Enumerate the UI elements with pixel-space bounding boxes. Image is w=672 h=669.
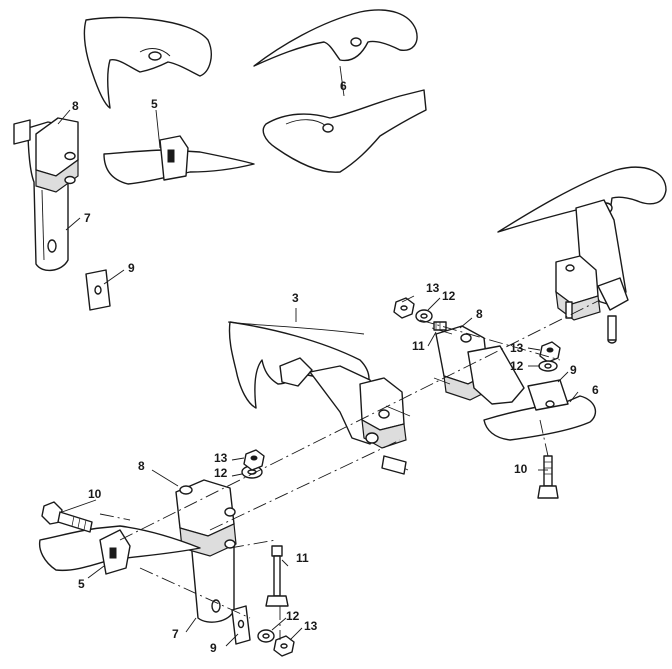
callout-9-right: 9 [570,363,577,377]
plate-top-left [85,269,111,311]
washer-12-top [415,309,433,323]
callout-10-right: 10 [514,462,528,476]
bolt-10-left [41,501,93,533]
shear-blade-bottom-middle [262,89,427,173]
nut-13-bottom [273,635,295,657]
callout-8-top: 8 [72,99,79,113]
callout-13-left: 13 [214,451,228,465]
callout-3: 3 [292,291,299,305]
callout-10-left: 10 [88,487,102,501]
callout-9-bottom: 9 [210,641,217,655]
callout-5-top: 5 [151,97,158,111]
blade-bottom-left [38,525,201,575]
callout-13-bottom: 13 [304,619,318,633]
holder-right-middle [431,325,597,441]
callout-6-right: 6 [592,383,599,397]
callout-13-right: 13 [510,341,524,355]
callout-13-top: 13 [426,281,440,295]
callout-12-left: 12 [214,466,228,480]
callout-8-right: 8 [476,307,483,321]
callout-5-bottom: 5 [78,577,85,591]
callout-12-right: 12 [510,359,524,373]
bolt-11-bottom [265,545,289,607]
callout-9-top: 9 [128,261,135,275]
callout-11-top: 11 [412,339,425,353]
bolt-11-top [433,321,447,331]
leader-lines [57,65,579,647]
assembled-holder-middle [228,321,411,475]
shear-blade-top-left [83,16,212,109]
assembled-holder-right [497,166,667,344]
callout-12-bottom: 12 [286,609,300,623]
washer-12-right [538,360,558,372]
callout-7-top: 7 [84,211,91,225]
nut-13-top [393,297,415,319]
holder-left-top [13,117,79,271]
washer-12-bottom [257,629,275,643]
shear-blade-top-middle [253,9,418,67]
plate-bottom-left [231,605,251,645]
callout-8-bottom: 8 [138,459,145,473]
assembly-axis-lines [99,299,601,640]
callout-11-bottom: 11 [296,551,309,565]
nut-13-right [539,341,561,363]
nut-13-left [243,449,265,471]
callout-12-top: 12 [442,289,456,303]
bolt-10-right [537,455,559,499]
callout-7-bottom: 7 [172,627,179,641]
shear-blade-bottom-top-left [103,135,255,185]
callout-6-top: 6 [340,79,347,93]
